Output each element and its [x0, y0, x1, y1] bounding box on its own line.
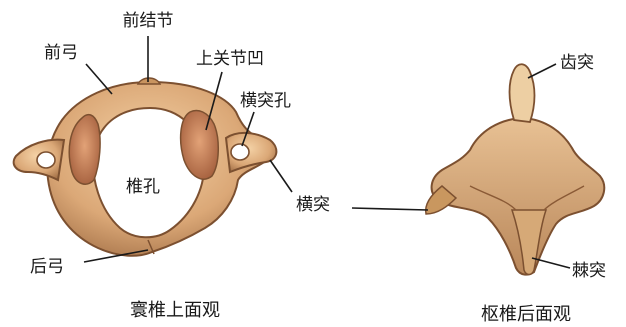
label-anterior-arch: 前弓 [44, 43, 78, 63]
label-anterior-tubercle: 前结节 [123, 11, 174, 31]
label-spinous-process: 棘突 [572, 261, 606, 281]
atlas-left-transverse-foramen [37, 152, 55, 168]
caption-axis: 枢椎后面观 [481, 304, 571, 325]
atlas-anterior-tubercle [138, 78, 160, 84]
axis-dens [510, 64, 535, 122]
label-superior-articular-fovea: 上关节凹 [196, 49, 264, 69]
label-dens: 齿突 [560, 53, 594, 73]
leader-anterior-arch [86, 64, 112, 94]
leader-dens [528, 64, 556, 78]
leader-transverse-axis [352, 208, 428, 210]
label-transverse-process: 横突 [296, 195, 330, 215]
label-vertebral-foramen: 椎孔 [126, 177, 160, 197]
axis-illustration [426, 64, 605, 274]
atlas-illustration [14, 78, 277, 256]
axis-body [432, 118, 605, 275]
label-posterior-arch: 后弓 [30, 257, 64, 277]
atlas-right-transverse-foramen [231, 144, 249, 160]
label-transverse-foramen: 横突孔 [240, 91, 291, 111]
leader-transverse-atlas [270, 160, 292, 192]
caption-atlas: 寰椎上面观 [130, 300, 220, 321]
